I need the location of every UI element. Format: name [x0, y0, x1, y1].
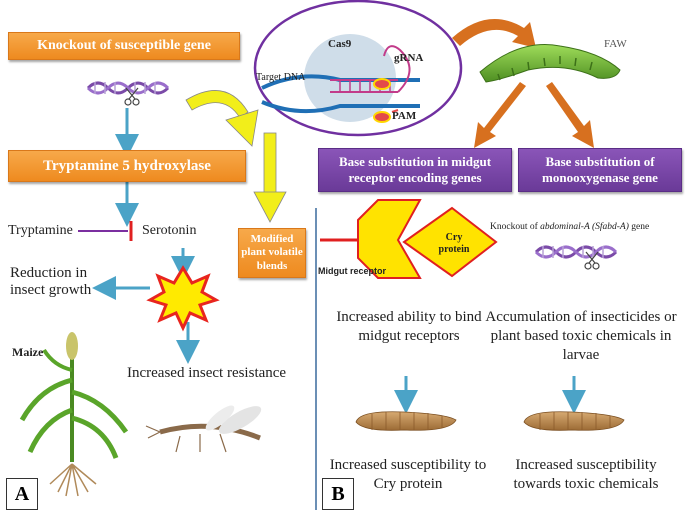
yellow-curved-arrow — [185, 90, 259, 147]
midgut-receptor-box-label: Base substitution in midgut receptor enc… — [338, 154, 492, 185]
grna-label: gRNA — [394, 52, 424, 64]
increased-resistance-label: Increased insect resistance — [127, 365, 287, 381]
panel-b-label: B — [322, 478, 354, 510]
tryptamine-label: Tryptamine — [8, 223, 73, 238]
dna-scissors-icon — [86, 81, 170, 106]
orange-arrow-left — [474, 82, 526, 148]
tryptamine-hydroxylase-box: Tryptamine 5 hydroxylase — [8, 150, 246, 182]
larva-left-icon — [355, 411, 457, 431]
monooxygenase-box: Base substitution of monooxygenase gene — [518, 148, 682, 192]
receptor-chevron — [357, 199, 422, 279]
susceptibility-cry-label: Increased susceptibility to Cry protein — [329, 457, 487, 492]
pam-label: PAM — [392, 110, 417, 122]
knockout-abd-label: Knockout of abdominal-A (Sfabd-A) gene — [490, 222, 649, 232]
modified-volatile-box: Modified plant volatile blends — [238, 228, 306, 278]
cry-protein-diamond — [402, 206, 498, 278]
bind-midgut-label: Increased ability to bind midgut recepto… — [336, 309, 482, 344]
yellow-down-arrow — [253, 132, 287, 223]
crispr-complex — [253, 0, 463, 137]
cas9-label: Cas9 — [328, 38, 352, 50]
orange-arrow-right — [546, 82, 594, 148]
dna-scissors-icon-b — [534, 245, 618, 270]
orange-curved-arrow — [452, 19, 536, 48]
faw-label: FAW — [604, 38, 627, 50]
accumulation-label: Accumulation of insecticides or plant ba… — [485, 309, 677, 363]
panel-a-label: A — [6, 478, 38, 510]
monooxygenase-box-label: Base substitution of monooxygenase gene — [542, 154, 658, 185]
maize-label: Maize — [12, 345, 44, 359]
knockout-abd-prefix: Knockout of — [490, 222, 541, 232]
starburst-shape — [146, 265, 220, 332]
target-dna-label: Target DNA — [256, 72, 306, 83]
susceptibility-toxic-label: Increased susceptibility towards toxic c… — [513, 457, 659, 492]
serotonin-label: Serotonin — [142, 223, 197, 238]
moth-insect-icon — [145, 405, 262, 453]
reduction-label: Reduction in insect growth — [10, 265, 92, 299]
modified-volatile-label: Modified plant volatile blends — [241, 233, 303, 272]
tryptamine-hydroxylase-label: Tryptamine 5 hydroxylase — [43, 157, 211, 174]
faw-caterpillar-icon — [479, 43, 621, 83]
midgut-receptor-text: Midgut receptor — [318, 266, 387, 276]
cry-protein-label: Cry protein — [438, 232, 470, 255]
knockout-abd-gene: abdominal-A (Sfabd-A) — [540, 222, 629, 232]
maize-plant-icon — [19, 332, 129, 497]
knockout-susceptible-gene-box: Knockout of susceptible gene — [8, 32, 240, 60]
larva-right-icon — [523, 411, 625, 431]
knockout-susceptible-gene-label: Knockout of susceptible gene — [37, 38, 211, 53]
knockout-abd-suffix: gene — [628, 222, 650, 232]
midgut-receptor-box: Base substitution in midgut receptor enc… — [318, 148, 512, 192]
midgut-receptor-label: Midgut receptor — [318, 266, 386, 276]
